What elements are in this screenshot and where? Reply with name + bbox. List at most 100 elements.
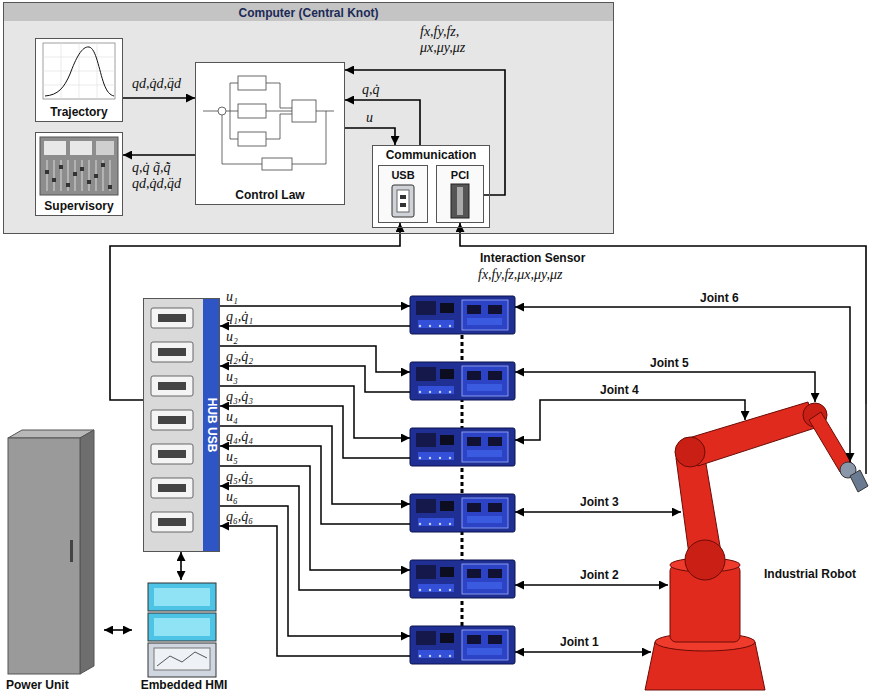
- signal-label: q₆,q̇₆: [226, 509, 253, 525]
- supervisory-screen: [70, 141, 92, 155]
- node-label: Control Law: [235, 188, 304, 202]
- board-link: [461, 300, 464, 660]
- communication-fill: [378, 165, 428, 223]
- power-cabinet: [8, 430, 94, 674]
- control-block-diagram: [203, 83, 334, 164]
- communication-fill: [372, 145, 490, 228]
- trajectory-chart: [43, 43, 115, 99]
- hub-board-wire: [220, 426, 410, 504]
- supervisory-screen: [44, 141, 66, 155]
- usb-port-icon: [151, 512, 193, 532]
- joint-label: Joint 3: [580, 495, 619, 509]
- hmi-panel: [148, 583, 216, 677]
- joint-label: Joint 4: [600, 383, 639, 397]
- robot-figure: [645, 402, 868, 690]
- controller-board: [410, 494, 515, 532]
- usb-port-icon: [151, 376, 193, 396]
- usb-port-icon: [158, 314, 186, 322]
- control-block-diagram: [218, 107, 226, 115]
- usb-port-icon: [151, 342, 193, 362]
- usb-port-icon: [158, 348, 186, 356]
- communication-fill: [372, 145, 490, 228]
- signal-label: q₃,q̇₃: [226, 389, 253, 405]
- usb-port-icon: [151, 308, 193, 328]
- node-label: Computer (Central Knot): [239, 6, 379, 20]
- supervisory-screen: [47, 160, 110, 191]
- usb-port-icon: [158, 416, 186, 424]
- edge-label: q,q̇: [362, 82, 380, 98]
- trajectory-chart: [35, 38, 123, 122]
- industrial-robot: Industrial Robot: [600, 404, 868, 694]
- supervisory-screen: [108, 185, 112, 189]
- supervisory-screen: [35, 132, 123, 216]
- signal-label: q₂,q̇₂: [226, 349, 253, 365]
- controller-board: [410, 296, 515, 334]
- hub-board-wire: [220, 346, 410, 372]
- control-block-diagram: [238, 76, 266, 90]
- hmi-panel: [148, 613, 216, 641]
- pci-slot-icon: [457, 187, 463, 215]
- joint-wire: [515, 307, 850, 462]
- trajectory-chart: [45, 47, 114, 96]
- signal-label: q₁,q̇₁: [226, 309, 253, 325]
- hmi-panel: [148, 583, 216, 611]
- connector-arrow: [460, 223, 866, 404]
- usb-port-icon: [151, 444, 193, 464]
- signal-label: fx,fy,fz,μx,μy,μz: [478, 267, 562, 283]
- supervisory-screen: [52, 178, 56, 182]
- controller-board: [410, 362, 515, 400]
- supervisory-screen: [73, 172, 77, 176]
- supervisory-screen: [87, 180, 91, 184]
- joint-label: Joint 6: [700, 291, 739, 305]
- usb-port-icon: [392, 185, 414, 217]
- robot-figure: [685, 540, 725, 580]
- robot-figure: [675, 437, 705, 467]
- usb-port-icon: [158, 518, 186, 526]
- node-label: Power Unit: [6, 678, 69, 692]
- usb-port-icon: [151, 410, 193, 430]
- joint-wire: [515, 584, 668, 586]
- control-block-diagram: [292, 100, 316, 122]
- hub-board-wire: [220, 406, 410, 458]
- node-label: Supervisory: [44, 199, 113, 213]
- connector-arrow: [110, 223, 400, 400]
- node-label: PCI: [451, 168, 469, 182]
- usb-hub-body: [143, 298, 220, 552]
- usb-hub: HUB USB: [143, 298, 220, 552]
- hmi-panel: [148, 643, 216, 677]
- usb-port-icon: [392, 185, 414, 217]
- node-label: Industrial Robot: [764, 567, 856, 581]
- computer-panel: Computer (Central Knot) TrajectorySupervi…: [3, 2, 614, 234]
- edge-label: fx,fy,fz, μx,μy,μz: [420, 24, 465, 56]
- communication-fill: [436, 165, 484, 223]
- node-label: Trajectory: [50, 105, 107, 119]
- connector-arrow: [180, 552, 182, 580]
- usb-port-icon: [151, 410, 193, 430]
- supervisory-screen: [96, 141, 114, 155]
- joint-wire: [515, 511, 681, 513]
- usb-port-icon: [397, 190, 409, 212]
- pci-slot-icon: [451, 184, 469, 218]
- usb-port-icon: [151, 444, 193, 464]
- sensor-lead: [865, 404, 867, 474]
- power-cabinet: [80, 430, 94, 674]
- control-block-diagram: [238, 132, 266, 146]
- power-cabinet: [70, 540, 73, 562]
- supervisory-screen: [66, 183, 70, 187]
- hmi-panel: [154, 648, 210, 670]
- embedded-hmi: Embedded HMI: [132, 580, 236, 694]
- usb-port-icon: [151, 478, 193, 498]
- hub-board-wire: [220, 466, 410, 570]
- usb-hub-body: [203, 298, 220, 552]
- computer-panel-fill: [3, 2, 614, 234]
- joint-label: Joint 5: [650, 356, 689, 370]
- usb-port-icon: [158, 484, 186, 492]
- supervisory-screen: [80, 167, 84, 171]
- controller-board: [410, 560, 515, 598]
- joint-wire: [515, 651, 651, 653]
- usb-port-icon: [400, 203, 406, 207]
- supervisory-screen: [101, 163, 105, 167]
